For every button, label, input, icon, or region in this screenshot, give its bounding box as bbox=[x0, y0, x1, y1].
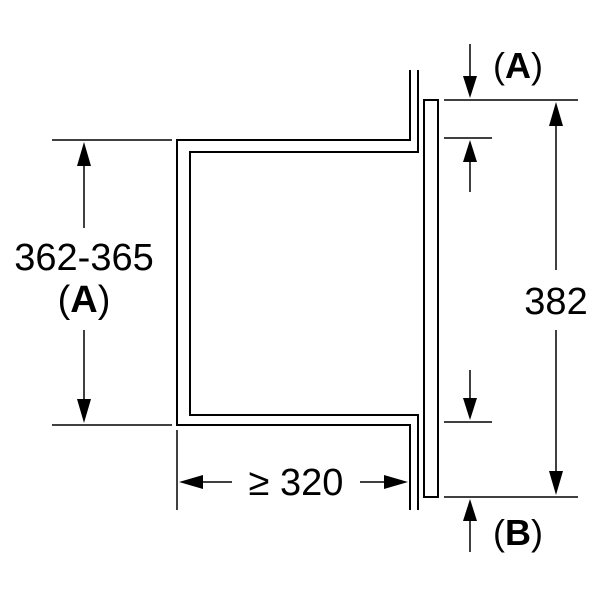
height-total-label: 382 bbox=[524, 281, 587, 323]
label-a-top: (A) bbox=[493, 45, 543, 86]
label-a-left: (A) bbox=[58, 279, 111, 321]
depth-label: ≥ 320 bbox=[249, 462, 344, 504]
height-range-label: 362-365 bbox=[14, 237, 153, 279]
offset-a-bottom bbox=[444, 370, 492, 423]
label-b-bottom-letter: B bbox=[505, 512, 531, 553]
offset-b-bottom bbox=[463, 499, 477, 552]
front-panel bbox=[423, 99, 439, 498]
height-dimension-right bbox=[444, 99, 578, 498]
offset-a-top bbox=[444, 44, 492, 192]
label-a-left-letter: A bbox=[70, 279, 97, 321]
niche-outline bbox=[176, 70, 439, 510]
depth-dimension bbox=[176, 430, 408, 510]
height-dimension-left bbox=[52, 139, 172, 426]
label-b-bottom: (B) bbox=[493, 512, 543, 553]
label-a-top-letter: A bbox=[505, 45, 531, 86]
